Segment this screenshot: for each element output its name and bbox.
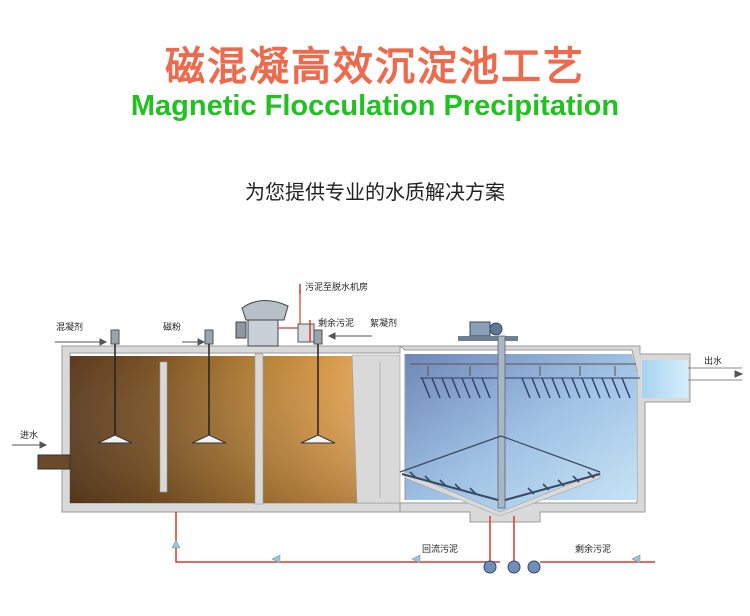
label-magnetic-powder: 磁粉 [163, 321, 181, 333]
label-outlet: 出水 [704, 355, 722, 367]
title-chinese: 磁混凝高效沉淀池工艺 [165, 44, 585, 90]
flow-arrows [171, 539, 641, 564]
baffle-wall [254, 353, 264, 505]
mixer-1 [97, 329, 133, 444]
inlet-arrow [12, 441, 48, 449]
lamella-settler [420, 377, 640, 399]
label-excess-sludge-top: 剩余污泥 [318, 317, 354, 329]
tagline: 为您提供专业的水质解决方案 [245, 180, 505, 204]
sludge-hopper [404, 471, 601, 517]
magnetic-separator [235, 290, 301, 347]
label-inlet: 进水 [20, 429, 38, 441]
inlet-pipe [37, 454, 71, 470]
sludge-scraper [399, 321, 601, 509]
outlet-trough [642, 360, 688, 398]
mixer-2 [191, 329, 227, 444]
label-coagulant: 混凝剂 [56, 321, 83, 333]
sludge-pipework [175, 284, 655, 563]
baffle-wall [159, 361, 168, 493]
sludge-pump [483, 560, 541, 574]
title-english: Magnetic Flocculation Precipitation [130, 90, 620, 122]
label-return-sludge: 回流污泥 [422, 543, 458, 555]
outlet-arrow [734, 370, 744, 378]
label-excess-sludge-bottom: 剩余污泥 [575, 543, 611, 555]
settling-chamber [405, 354, 637, 512]
label-flocculant: 絮凝剂 [370, 317, 397, 329]
feed-pipe [297, 323, 315, 343]
process-diagram: 混凝剂 磁粉 污泥至脱水机房 剩余污泥 絮凝剂 出水 进水 回流污泥 剩余污泥 [12, 281, 744, 574]
inclined-wall [351, 354, 401, 504]
dosing-arrows [55, 332, 372, 346]
label-sludge-to-dewatering: 污泥至脱水机房 [305, 281, 368, 293]
